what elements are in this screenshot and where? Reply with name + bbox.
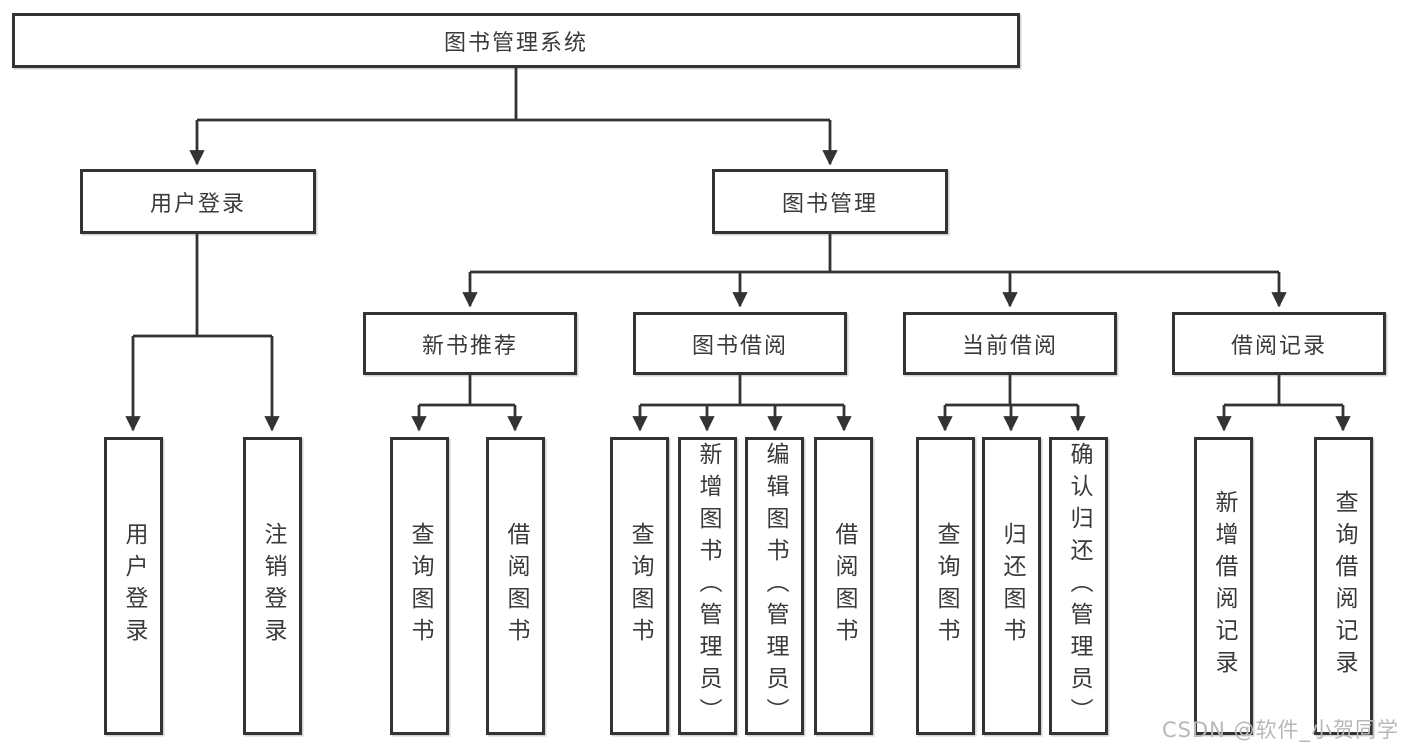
leaf-query-books: 查询图书 [390,437,449,735]
leaf-query-books: 查询图书 [610,437,669,735]
leaf-confirm-return-admin: 确认归还（管理员） [1049,437,1108,735]
csdn-watermark: CSDN @软件_小贺同学 [1161,718,1399,742]
leaf-borrow-books: 借阅图书 [814,437,873,735]
node-new-book-recommend: 新书推荐 [363,312,577,375]
node-root-library-system: 图书管理系统 [12,13,1020,68]
node-book-management: 图书管理 [712,169,948,234]
node-book-borrowing: 图书借阅 [633,312,847,375]
leaf-logout: 注销登录 [243,437,302,735]
node-borrowing-records: 借阅记录 [1172,312,1386,375]
leaf-query-books: 查询图书 [916,437,975,735]
leaf-user-login: 用户登录 [104,437,163,735]
leaf-add-borrow-record: 新增借阅记录 [1194,437,1253,735]
leaf-return-books: 归还图书 [982,437,1041,735]
node-user-login: 用户登录 [80,169,316,234]
leaf-borrow-books: 借阅图书 [486,437,545,735]
leaf-edit-books-admin: 编辑图书（管理员） [745,437,804,735]
leaf-query-borrow-record: 查询借阅记录 [1314,437,1373,735]
leaf-add-books-admin: 新增图书（管理员） [678,437,737,735]
node-current-borrowing: 当前借阅 [903,312,1117,375]
